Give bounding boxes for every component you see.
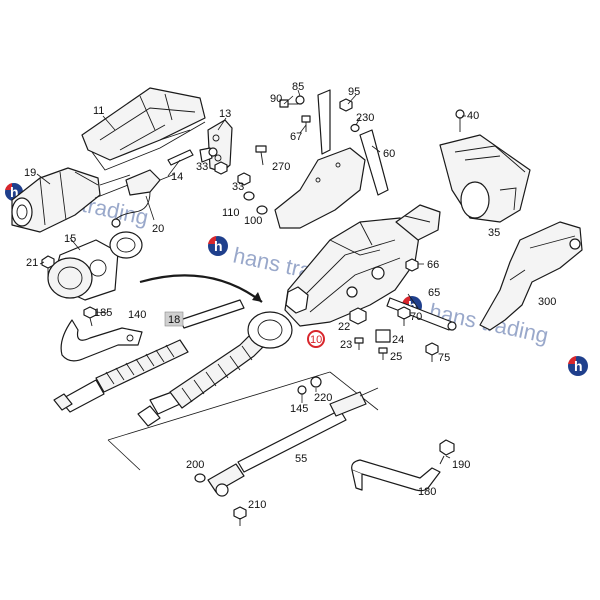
leader-lines	[36, 89, 466, 459]
part-185-bolt	[83, 306, 97, 327]
callout-67: 67	[290, 131, 302, 143]
part-18-label-box	[164, 311, 184, 327]
hans-trading-logo-icon: h	[208, 236, 228, 256]
assembly-outline	[107, 371, 379, 471]
callout-15: 15	[64, 233, 76, 245]
part-210-bolt	[233, 506, 247, 526]
callout-10: 10	[310, 334, 322, 346]
part-15-boot-cover	[47, 231, 143, 301]
part-90-screw	[279, 99, 298, 108]
callout-230: 230	[356, 112, 374, 124]
part-20-sensor	[111, 169, 176, 228]
callout-24: 24	[392, 334, 404, 346]
callout-75: 75	[438, 352, 450, 364]
svg-text:h: h	[10, 184, 19, 200]
part-55-intermediate-shaft	[207, 387, 379, 497]
callout-40: 40	[467, 110, 479, 122]
part-35-duct-cover	[439, 134, 531, 223]
callout-110: 110	[222, 207, 240, 219]
callout-190: 190	[452, 459, 470, 471]
callout-90: 90	[270, 93, 282, 105]
part-85-washer	[295, 95, 305, 105]
part-25-screw	[378, 347, 388, 360]
callout-23: 23	[340, 339, 352, 351]
callout-95: 95	[348, 86, 360, 98]
part-14-pin	[167, 149, 194, 166]
part-110-100-washers	[243, 191, 268, 215]
part-19-motor-assembly	[11, 167, 131, 233]
callout-140: 140	[128, 309, 146, 321]
callout-33-right: 33	[232, 181, 244, 193]
callout-21: 21	[26, 257, 38, 269]
part-220-washer	[310, 376, 322, 388]
part-18-lower-shaft	[53, 299, 245, 413]
callout-270: 270	[272, 161, 290, 173]
part-10-highlight-marker	[307, 330, 325, 348]
callout-11: 11	[93, 105, 104, 117]
part-230-washer	[350, 123, 360, 133]
part-145-washer	[297, 385, 307, 395]
callout-numbers: 11 13 19 20 21 14 15 33 33 270 110 100 9…	[24, 81, 556, 511]
callout-145: 145	[290, 403, 308, 415]
callout-70: 70	[410, 311, 422, 323]
callout-220: 220	[314, 392, 332, 404]
callout-65: 65	[428, 287, 440, 299]
callout-18: 18	[168, 314, 180, 326]
callout-22: 22	[338, 321, 350, 333]
part-33-nut	[214, 161, 251, 186]
part-11-control-unit	[81, 87, 206, 171]
callout-210: 210	[248, 499, 266, 511]
callout-25: 25	[390, 351, 402, 363]
part-270-screw	[255, 145, 267, 166]
part-13-bracket	[199, 119, 233, 173]
part-200-nut	[194, 473, 206, 483]
callout-85: 85	[292, 81, 304, 93]
callout-20: 20	[152, 223, 164, 235]
part-65-rod	[386, 297, 457, 331]
callout-55: 55	[295, 453, 307, 465]
callout-66: 66	[427, 259, 439, 271]
callout-35: 35	[488, 227, 500, 239]
part-140-bracket	[60, 319, 143, 362]
callout-33-left: 33	[196, 161, 208, 173]
callout-13: 13	[219, 108, 231, 120]
part-40-screw	[455, 109, 465, 132]
part-10-column-housing	[284, 204, 441, 327]
callout-300: 300	[538, 296, 556, 308]
part-22-clip	[349, 307, 367, 325]
part-66-nut	[405, 258, 419, 272]
part-60-mount-bracket	[274, 89, 389, 229]
callout-60: 60	[383, 148, 395, 160]
svg-text:h: h	[214, 238, 223, 254]
part-95-nut	[339, 98, 353, 112]
assembly-arrow	[139, 274, 263, 303]
part-300-lower-cover	[479, 221, 583, 331]
callout-200: 200	[186, 459, 204, 471]
part-180-bracket	[351, 459, 441, 492]
part-75-screw	[425, 342, 439, 362]
hans-trading-logo-icon: h	[568, 356, 588, 376]
part-190-bolt	[439, 439, 455, 465]
callout-185: 185	[94, 307, 112, 319]
part-23-screw	[354, 337, 364, 350]
callout-19: 19	[24, 167, 36, 179]
svg-text:h: h	[574, 358, 583, 374]
callout-100: 100	[244, 215, 262, 227]
part-67-bolt	[301, 115, 311, 132]
part-24-clip	[375, 329, 391, 343]
part-upper-shaft-boot	[137, 311, 293, 427]
callout-14: 14	[171, 171, 183, 183]
callout-180: 180	[418, 486, 436, 498]
